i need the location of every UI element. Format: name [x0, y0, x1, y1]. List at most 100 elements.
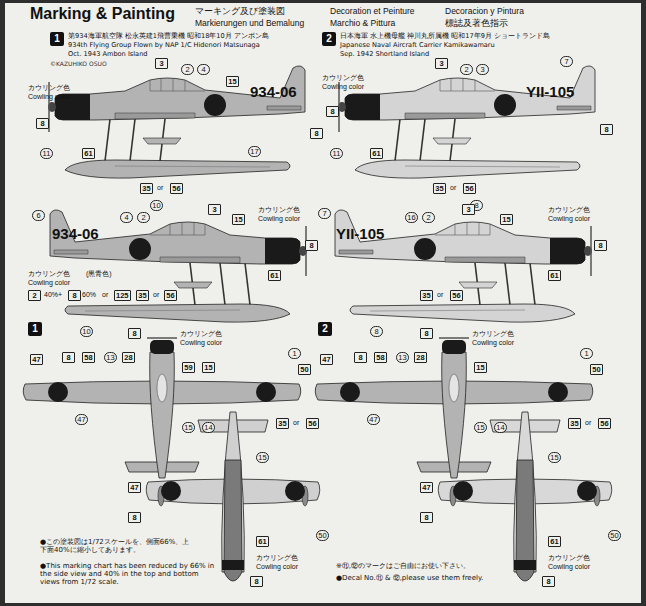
scheme-badge: 1 — [50, 32, 64, 46]
color-note: or — [153, 291, 159, 299]
hinomaru — [129, 238, 151, 260]
hinomaru — [204, 94, 226, 116]
aircraft-code: YII-105 — [526, 84, 574, 101]
color-note: Cowling color — [28, 93, 70, 101]
float-panel-line — [115, 166, 270, 167]
cowling — [150, 340, 174, 354]
paint-number: 56 — [598, 418, 611, 429]
hinomaru — [577, 481, 597, 501]
wingtip-float — [143, 138, 181, 144]
caption-text: Oct. 1943 Ambon Island — [68, 51, 148, 58]
caption-text: 日本海軍 水上機母艦 神川丸所属機 昭和17年9月 ショートランド島 — [340, 33, 550, 40]
paint-number: 47 — [420, 482, 433, 493]
side-view — [48, 66, 305, 178]
hinomaru — [256, 382, 276, 402]
color-note: (黒青色) — [86, 270, 112, 278]
color-note: カウリング色 — [28, 270, 70, 278]
callout-number: 10 — [80, 326, 93, 337]
hinomaru — [340, 382, 360, 402]
paint-number: 15 — [500, 214, 513, 225]
callout-number: 11 — [40, 148, 53, 159]
paint-number: 8 — [62, 352, 75, 363]
note-text: ●Decal No.⑪ & ⑫,please use them freely. — [336, 574, 516, 582]
paint-number: 35 — [420, 290, 433, 301]
bottom-view — [438, 412, 612, 581]
note-text: ※⑪,⑫のマークはご自由にお使い下さい。 — [336, 562, 516, 570]
note-text: ●この塗装図は1/72スケールを、側面66%、上下面40%に縮小してあります。 — [40, 538, 190, 554]
scheme-number: 1 — [32, 324, 38, 334]
tailplane — [557, 106, 591, 110]
color-note: or — [293, 419, 299, 427]
callout-number: 47 — [75, 414, 88, 425]
color-note: or — [437, 291, 443, 299]
main-float — [65, 304, 290, 322]
paint-number: 8 — [420, 512, 433, 523]
scheme-number: 2 — [326, 34, 332, 44]
color-note: 60% — [82, 291, 96, 299]
float-strut — [220, 263, 225, 305]
paint-number: 15 — [226, 76, 239, 87]
paint-number: 3 — [462, 204, 475, 215]
paint-number: 56 — [170, 183, 183, 194]
paint-number: 61 — [548, 270, 561, 281]
cowling — [345, 94, 380, 120]
propeller — [439, 337, 469, 339]
callout-number: 14 — [494, 422, 507, 433]
float-panel-line — [370, 310, 525, 311]
bottom-view — [146, 412, 320, 581]
callout-number: 6 — [32, 210, 45, 221]
header-text: Markierungen und Bemalung — [195, 19, 304, 28]
scheme-number: 2 — [322, 324, 328, 334]
color-note: カウリング色 — [256, 554, 298, 562]
callout-number: 50 — [608, 530, 621, 541]
fuselage — [335, 210, 585, 264]
callout-number: 10 — [150, 200, 163, 211]
main-float — [65, 160, 290, 178]
hinomaru — [285, 481, 305, 501]
paint-number: 50 — [298, 364, 311, 375]
callout-number: 15 — [182, 422, 195, 433]
color-note: Cowling color — [256, 563, 298, 571]
float-strut — [245, 263, 250, 305]
scheme-badge: 2 — [318, 322, 332, 336]
caption-text: 第934海軍航空隊 松永英建1飛曹乗機 昭和18年10月 アンボン島 — [68, 33, 269, 40]
callout-number: 3 — [476, 64, 489, 75]
callout-number: 50 — [316, 530, 329, 541]
fuselage — [442, 352, 467, 478]
color-note: Cowling color — [472, 339, 514, 347]
float-strut — [105, 119, 110, 161]
fuselage — [50, 210, 300, 264]
color-note: 40%+ — [44, 291, 62, 299]
color-note: or — [157, 184, 163, 192]
paint-number: 47 — [128, 482, 141, 493]
paint-number: 56 — [450, 290, 463, 301]
paint-number: 58 — [374, 352, 387, 363]
color-note: Cowling color — [258, 215, 300, 223]
top-view — [23, 338, 301, 478]
side-view — [338, 66, 595, 178]
paint-number: 35 — [136, 290, 149, 301]
paint-number: 8 — [250, 576, 263, 587]
cowling — [550, 238, 585, 264]
paint-number: 3 — [208, 204, 221, 215]
paint-number: 35 — [568, 418, 581, 429]
callout-number: 7 — [560, 56, 573, 67]
hinomaru — [414, 238, 436, 260]
paint-number: 8 — [128, 512, 141, 523]
callout-number: 2 — [460, 64, 473, 75]
callout-number: 16 — [405, 212, 418, 223]
paint-number: 8 — [36, 118, 49, 129]
paint-number: 3 — [435, 58, 448, 69]
tailplane — [339, 250, 373, 254]
callout-number: 13 — [396, 352, 409, 363]
callout-number: 2 — [137, 212, 150, 223]
canopy — [157, 374, 167, 402]
color-note: カウリング色 — [28, 84, 70, 92]
propeller — [305, 226, 307, 276]
color-note: カウリング色 — [322, 74, 364, 82]
hinomaru — [453, 481, 473, 501]
header-text: マーキング及び塗装図 — [195, 7, 285, 16]
paint-number: 8 — [542, 576, 555, 587]
wingtip-float — [174, 282, 212, 288]
paint-number: 61 — [256, 536, 269, 547]
